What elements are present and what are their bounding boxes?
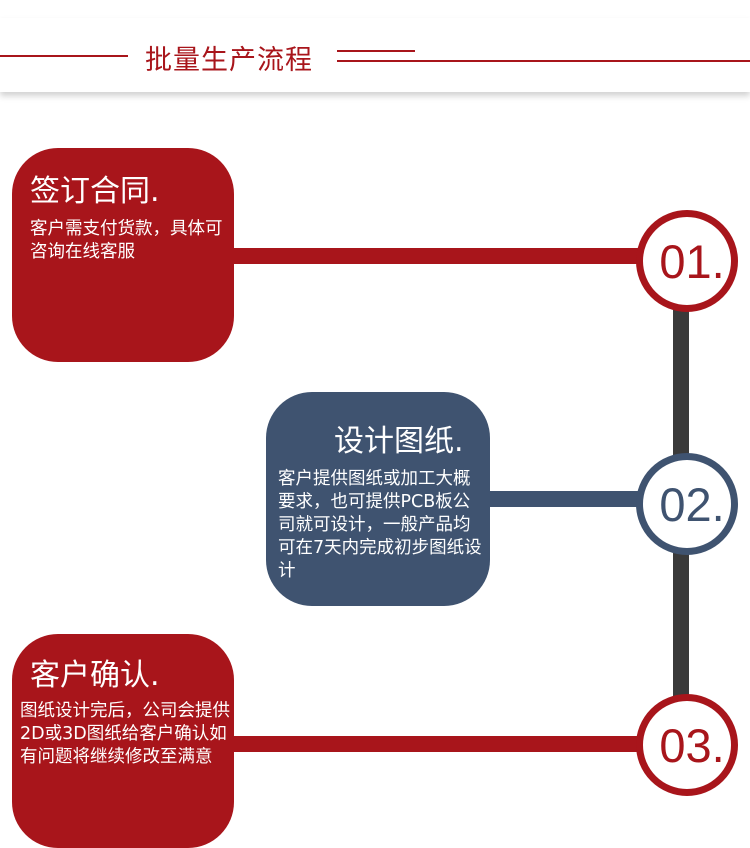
page-title: 批量生产流程 (145, 45, 313, 76)
step-title-2: 设计图纸. (334, 424, 464, 459)
step-card-1: 签订合同. 客户需支付货款，具体可咨询在线客服 (12, 148, 234, 362)
step-title-1: 签订合同. (30, 174, 160, 209)
connector-step-1 (230, 248, 650, 264)
step-number-2: 02. (659, 477, 725, 531)
step-desc-2: 客户提供图纸或加工大概要求，也可提供PCB板公司就可设计，一般产品均可在7天内完… (278, 469, 482, 581)
header-line-left (0, 55, 128, 57)
step-desc-1: 客户需支付货款，具体可咨询在线客服 (30, 219, 223, 262)
step-card-3: 客户确认. 图纸设计完后，公司会提供2D或3D图纸给客户确认如有问题将继续修改至… (12, 634, 234, 848)
step-desc-3: 图纸设计完后，公司会提供2D或3D图纸给客户确认如有问题将继续修改至满意 (20, 701, 230, 767)
step-number-1: 01. (659, 234, 725, 288)
step-number-3: 03. (659, 718, 725, 772)
connector-step-3 (230, 736, 650, 752)
step-card-2: 设计图纸. 客户提供图纸或加工大概要求，也可提供PCB板公司就可设计，一般产品均… (266, 392, 490, 606)
step-number-circle-2: 02. (636, 453, 738, 555)
header-line-right-long (337, 60, 750, 62)
step-title-3: 客户确认. (30, 658, 160, 693)
connector-step-2 (486, 491, 646, 507)
step-number-circle-1: 01. (636, 210, 738, 312)
step-number-circle-3: 03. (636, 694, 738, 796)
header-line-right-short (337, 50, 415, 52)
